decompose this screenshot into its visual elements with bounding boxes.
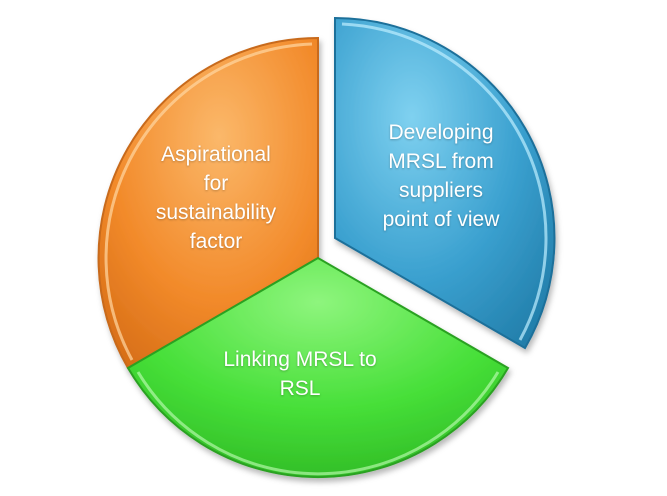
segment-green — [126, 256, 510, 479]
segment-green-label: Linking MRSL to RSL — [190, 345, 410, 403]
segment-label-line: point of view — [382, 208, 500, 231]
segment-label-line: RSL — [279, 377, 321, 400]
segment-label-line: Aspirational — [161, 143, 271, 166]
segment-blue — [334, 16, 556, 350]
segment-label-line: Linking MRSL to — [223, 348, 377, 371]
segment-orange-bevel — [104, 42, 313, 361]
segment-label-line: factor — [189, 230, 243, 253]
segment-label-line: sustainability — [155, 201, 277, 224]
segment-label-line: Developing — [388, 121, 494, 144]
segment-label-line: MRSL from — [388, 150, 494, 173]
segment-orange — [97, 36, 319, 370]
segment-label-line: suppliers — [398, 179, 484, 202]
segment-blue-bevel — [341, 22, 548, 341]
segment-orange-label: Aspirational for sustainability factor — [128, 140, 304, 256]
segment-green-bevel — [136, 371, 500, 476]
segment-label-line: for — [203, 172, 229, 195]
